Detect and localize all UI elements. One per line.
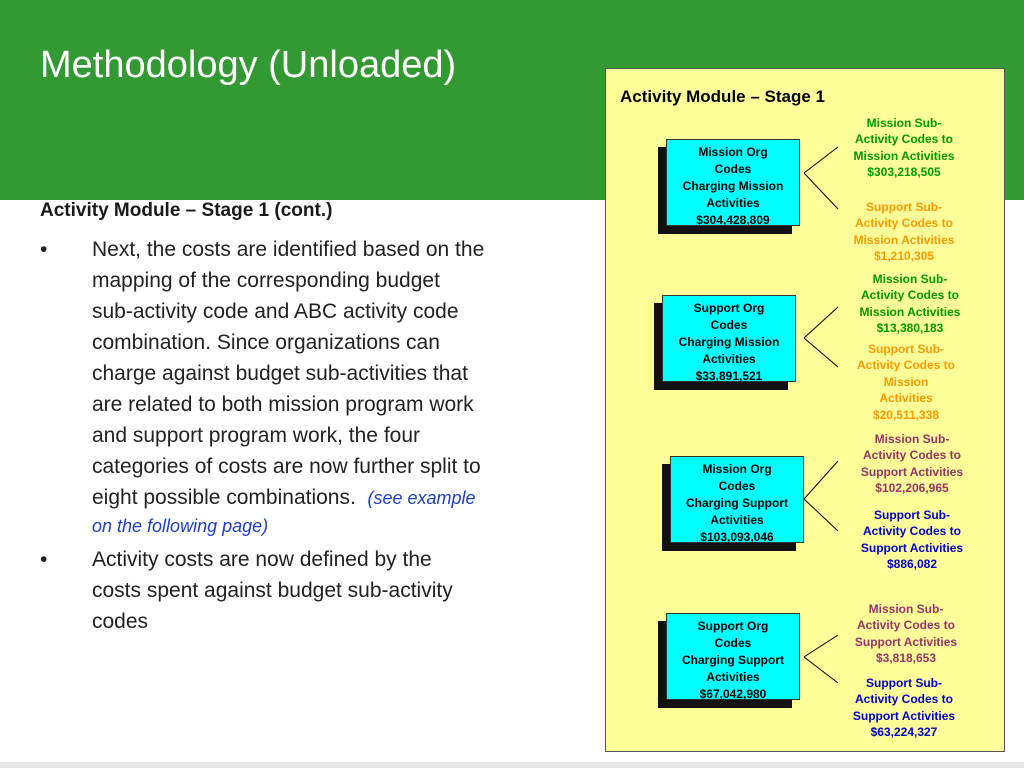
label-line: Activity Codes to (854, 132, 953, 147)
label-line: Activity Codes to (854, 692, 953, 707)
label-amount: $1,210,305 (873, 249, 935, 264)
label-line: Support Activities (854, 634, 958, 649)
org-line: Codes (718, 479, 756, 493)
org-line: Charging Mission (678, 335, 780, 349)
label-line: Support Activities (860, 540, 964, 555)
label-line: Mission Sub- (874, 432, 950, 446)
label-line: Mission Sub- (872, 272, 948, 286)
footer-rule (0, 762, 1024, 768)
org-box-support-charging-mission: Support Org Codes Charging Mission Activ… (662, 295, 796, 383)
org-line: Codes (710, 318, 748, 332)
connector-line (803, 656, 839, 684)
label-line: Mission Activities (859, 304, 961, 319)
org-line: Activities (706, 196, 760, 210)
org-box-mission-charging-mission: Mission Org Codes Charging Mission Activ… (666, 139, 800, 227)
bullet-line: combination. Since organizations can (92, 331, 440, 354)
label-amount: $886,082 (886, 557, 938, 572)
label-amount: $303,218,505 (867, 165, 941, 180)
label-amount: $102,206,965 (875, 481, 949, 496)
example-note: (see example (367, 488, 476, 508)
connector-line (803, 172, 839, 210)
label-line: Mission Activities (853, 232, 955, 247)
bullet-line: eight possible combinations. (see exampl… (92, 482, 570, 514)
org-line: Mission Org (698, 145, 768, 159)
label-amount: $20,511,338 (872, 407, 940, 422)
bullet-line: sub-activity code and ABC activity code (92, 300, 459, 323)
org-amount: $33,891,521 (695, 369, 763, 383)
bullet-line: are related to both mission program work (92, 393, 474, 416)
bullet-line: categories of costs are now further spli… (92, 455, 481, 478)
label-line: Support Sub- (874, 508, 950, 522)
label-amount: $13,380,183 (876, 321, 944, 336)
connector-line (803, 306, 839, 339)
label-mission-to-mission: Mission Sub- Activity Codes to Mission A… (834, 115, 974, 181)
label-support-to-support: Support Sub- Activity Codes to Support A… (842, 507, 982, 573)
label-line: Mission (883, 374, 929, 389)
label-line: Mission Activities (853, 148, 955, 163)
label-line: Support Activities (860, 464, 964, 479)
connector-line (803, 146, 839, 174)
diagram-title: Activity Module – Stage 1 (620, 87, 825, 106)
org-line: Activities (710, 513, 764, 527)
label-line: Activity Codes to (856, 358, 955, 373)
label-line: Activity Codes to (862, 448, 961, 463)
org-amount: $304,428,809 (696, 213, 770, 227)
bullet-line: Next, the costs are identified based on … (92, 238, 485, 261)
org-line: Mission Org (702, 462, 772, 476)
label-line: Support Sub- (868, 342, 944, 356)
connector-line (803, 634, 839, 658)
bullet-2-text: Activity costs are now defined by the co… (92, 544, 570, 637)
label-line: Activity Codes to (862, 524, 961, 539)
bullet-line: and support program work, the four (92, 424, 421, 447)
label-support-to-support: Support Sub- Activity Codes to Support A… (834, 675, 974, 741)
label-amount: $3,818,653 (875, 651, 937, 666)
connector-line (803, 460, 839, 500)
label-line: Activity Codes to (856, 618, 955, 633)
label-line: Activities (879, 391, 933, 406)
label-line: Support Activities (852, 708, 956, 723)
label-support-to-mission: Support Sub- Activity Codes to Mission A… (836, 341, 976, 423)
org-line: Charging Mission (682, 179, 784, 193)
label-support-to-mission: Support Sub- Activity Codes to Mission A… (834, 199, 974, 265)
org-box-support-charging-support: Support Org Codes Charging Support Activ… (666, 613, 800, 701)
connector-line (803, 498, 839, 532)
bullet-dot: • (40, 548, 48, 571)
label-mission-to-support: Mission Sub- Activity Codes to Support A… (836, 601, 976, 667)
bullet-line-text: eight possible combinations. (92, 486, 356, 509)
label-amount: $63,224,327 (870, 725, 938, 740)
diagram-panel: Activity Module – Stage 1 Mission Org Co… (605, 68, 1005, 752)
org-line: Charging Support (686, 496, 788, 510)
bullet-1-text: Next, the costs are identified based on … (92, 234, 570, 538)
org-line: Charging Support (682, 653, 784, 667)
example-note-line-2: on the following page) (92, 516, 269, 536)
org-amount: $103,093,046 (700, 530, 774, 544)
label-line: Support Sub- (866, 200, 942, 214)
connector-line (803, 337, 839, 368)
org-line: Codes (714, 162, 752, 176)
label-mission-to-mission: Mission Sub- Activity Codes to Mission A… (840, 271, 980, 337)
org-box-mission-charging-support: Mission Org Codes Charging Support Activ… (670, 456, 804, 544)
bullet-line: Activity costs are now defined by the (92, 548, 432, 571)
label-line: Mission Sub- (868, 602, 944, 616)
bullet-line: mapping of the corresponding budget (92, 269, 440, 292)
org-line: Activities (702, 352, 756, 366)
slide-title: Methodology (Unloaded) (40, 44, 457, 86)
org-line: Activities (706, 670, 760, 684)
org-line: Support Org (697, 619, 769, 633)
bullet-line: costs spent against budget sub-activity (92, 579, 453, 602)
label-line: Mission Sub- (866, 116, 942, 130)
label-mission-to-support: Mission Sub- Activity Codes to Support A… (842, 431, 982, 497)
org-line: Support Org (693, 301, 765, 315)
label-line: Activity Codes to (860, 288, 959, 303)
org-amount: $67,042,980 (699, 687, 767, 701)
connector-lines (803, 146, 839, 684)
bullet-dot: • (40, 238, 48, 261)
section-heading: Activity Module – Stage 1 (cont.) (40, 200, 333, 221)
bullet-line: charge against budget sub-activities tha… (92, 362, 468, 385)
label-line: Activity Codes to (854, 216, 953, 231)
label-line: Support Sub- (866, 676, 942, 690)
org-line: Codes (714, 636, 752, 650)
bullet-line: codes (92, 610, 149, 633)
